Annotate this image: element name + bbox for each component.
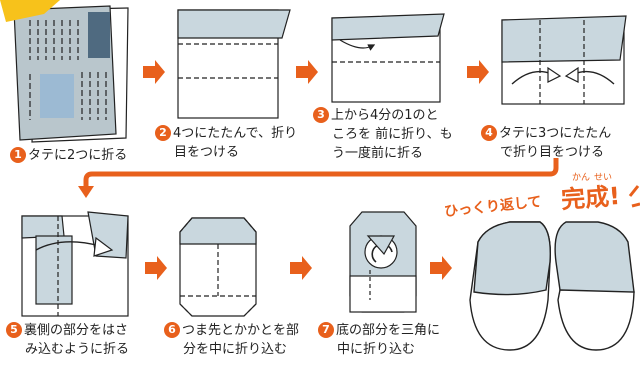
arrow-down-left-icon <box>78 158 559 198</box>
completed-title: 完成! <box>560 181 622 215</box>
step4-illustration <box>501 15 627 105</box>
step-number-badge: 6 <box>164 322 180 338</box>
step1-newspaper-illustration <box>0 0 129 143</box>
step-number-badge: 3 <box>313 107 329 123</box>
step-number-badge: 5 <box>6 322 22 338</box>
sparkle-icon <box>628 185 640 208</box>
arrow-right-icon <box>467 60 489 84</box>
step7-illustration <box>349 211 417 313</box>
step-number-badge: 7 <box>318 322 334 338</box>
step3-illustration <box>331 13 445 103</box>
finished-slippers-illustration <box>469 221 635 351</box>
step2-illustration <box>177 9 291 119</box>
arrow-right-icon <box>145 256 167 280</box>
arrow-right-icon <box>430 256 452 280</box>
step5-illustration <box>21 211 129 317</box>
ruby-kan: かん <box>572 173 591 183</box>
step-number-badge: 2 <box>155 125 171 141</box>
arrow-right-icon <box>143 60 165 84</box>
step-number-badge: 1 <box>10 147 26 163</box>
arrow-right-icon <box>290 256 312 280</box>
ruby-sei: せい <box>594 173 613 183</box>
step-number-badge: 4 <box>481 125 497 141</box>
arrow-right-icon <box>296 60 318 84</box>
step6-illustration <box>179 217 257 317</box>
